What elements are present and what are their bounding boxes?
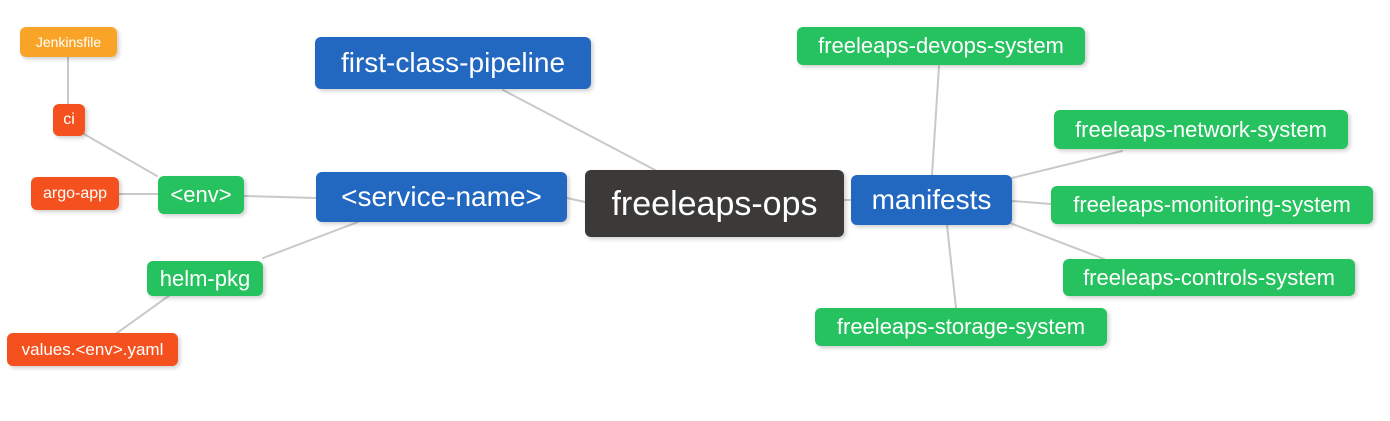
node-helm-pkg[interactable]: helm-pkg [147, 261, 263, 296]
node-freeleaps-monitoring-system[interactable]: freeleaps-monitoring-system [1051, 186, 1373, 224]
connector-manifests-controls [1009, 222, 1105, 260]
connector-service-name-env [243, 195, 317, 199]
node-argo-app[interactable]: argo-app [31, 177, 119, 210]
node-env[interactable]: <env> [158, 176, 244, 214]
node-values-env-yaml[interactable]: values.<env>.yaml [7, 333, 178, 366]
node-ci[interactable]: ci [53, 104, 85, 136]
connector-manifests-monitoring [1011, 200, 1052, 205]
connector-manifests-network [1011, 150, 1123, 179]
connector-helm-pkg-values [116, 294, 171, 334]
node-service-name[interactable]: <service-name> [316, 172, 567, 222]
connector-root-service-name [566, 197, 586, 203]
connector-env-ci [83, 133, 158, 177]
node-freeleaps-ops-root[interactable]: freeleaps-ops [585, 170, 844, 237]
connector-service-name-helm-pkg [262, 221, 359, 259]
node-freeleaps-controls-system[interactable]: freeleaps-controls-system [1063, 259, 1355, 296]
node-freeleaps-network-system[interactable]: freeleaps-network-system [1054, 110, 1348, 149]
connector-manifests-devops [931, 65, 940, 176]
node-manifests[interactable]: manifests [851, 175, 1012, 225]
connector-manifests-storage [946, 224, 957, 309]
node-freeleaps-storage-system[interactable]: freeleaps-storage-system [815, 308, 1107, 346]
node-freeleaps-devops-system[interactable]: freeleaps-devops-system [797, 27, 1085, 65]
node-jenkinsfile[interactable]: Jenkinsfile [20, 27, 117, 57]
connector-root-first-class-pipeline [502, 89, 656, 171]
node-first-class-pipeline[interactable]: first-class-pipeline [315, 37, 591, 89]
